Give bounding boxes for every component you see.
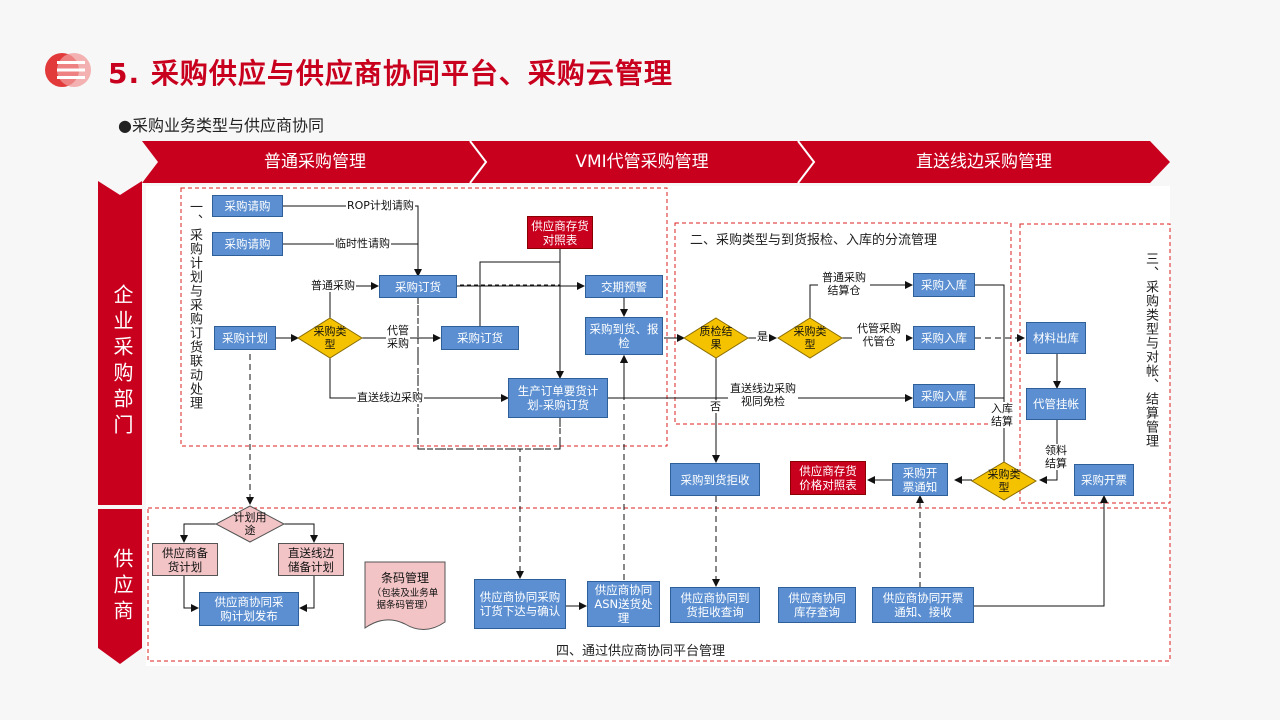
supplier-plan-publish-box: 供应商协同采购计划发布 <box>199 592 299 626</box>
label-vmi-store: 代管采购代管仓 <box>852 322 906 348</box>
supplier-asn-box: 供应商协同ASN送货处理 <box>587 581 660 627</box>
label-pick-settle: 领料结算 <box>1043 444 1069 470</box>
banner-chevron-2 <box>470 141 814 183</box>
supplier-reject-query-box: 供应商协同到货拒收查询 <box>670 587 760 623</box>
delivery-warning-box: 交期预警 <box>585 275 663 298</box>
banner-vmi: VMI代管采购管理 <box>575 152 709 172</box>
purchase-plan-box: 采购计划 <box>214 326 276 350</box>
label-temp: 临时性请购 <box>334 237 391 250</box>
banner-chevron-1 <box>142 141 486 183</box>
supplier-stock-plan-box: 供应商备货计划 <box>152 543 218 576</box>
lane-bar-supplier <box>98 509 142 664</box>
lane-enterprise: 企业采购部门 <box>110 284 134 440</box>
arrival-inspection-box: 采购到货、报检 <box>585 317 663 355</box>
page-title: 5. 采购供应与供应商协同平台、采购云管理 <box>108 57 673 90</box>
logo-icon <box>45 53 91 87</box>
material-out-box: 材料出库 <box>1026 322 1086 354</box>
label-normal: 普通采购 <box>310 279 356 292</box>
barcode-title: 条码管理 <box>380 571 429 585</box>
banner-normal: 普通采购管理 <box>264 152 366 172</box>
section-1-title: 一、采购计划与采购订货联动处理 <box>187 200 202 410</box>
label-direct: 直送线边采购 <box>356 391 424 404</box>
invoice-box: 采购开票 <box>1074 464 1134 496</box>
direct-stock-plan-box: 直送线边储备计划 <box>278 543 344 576</box>
supplier-invoice-box: 供应商协同开票通知、接收 <box>872 587 974 623</box>
barcode-note: （包装及业务单据条码管理） <box>371 588 439 611</box>
section-3-title: 三、采购类型与对帐、结算管理 <box>1143 252 1158 448</box>
label-direct-free: 直送线边采购视同免检 <box>728 382 798 408</box>
label-vmi: 代管采购 <box>386 324 410 350</box>
label-yes: 是 <box>756 330 769 343</box>
arrival-reject-box: 采购到货拒收 <box>670 463 760 496</box>
purchase-requisition-box-1: 采购请购 <box>212 195 283 217</box>
label-in-settle: 入库结算 <box>989 402 1015 428</box>
purchase-requisition-box-2: 采购请购 <box>212 232 283 256</box>
warehouse-in-box-1: 采购入库 <box>913 273 975 297</box>
purchase-order-box-1: 采购订货 <box>379 275 457 298</box>
label-rop: ROP计划请购 <box>346 199 415 212</box>
warehouse-in-box-2: 采购入库 <box>913 326 975 350</box>
label-normal-settle: 普通采购结算仓 <box>818 271 870 297</box>
page-subtitle: ●采购业务类型与供应商协同 <box>118 116 324 135</box>
label-no: 否 <box>709 400 722 413</box>
section-4-title: 四、通过供应商协同平台管理 <box>556 644 726 659</box>
production-order-box: 生产订单要货计划-采购订货 <box>508 378 608 418</box>
lane-supplier: 供应商 <box>110 548 134 626</box>
supplier-inventory-ref-box: 供应商存货对照表 <box>527 216 593 249</box>
lane-bar-enterprise <box>98 181 142 505</box>
vmi-hang-box: 代管挂帐 <box>1026 388 1086 420</box>
banner-direct: 直送线边采购管理 <box>916 152 1052 172</box>
warehouse-in-box-3: 采购入库 <box>913 384 975 408</box>
banner-chevron-3 <box>798 141 1170 183</box>
section-2-title: 二、采购类型与到货报检、入库的分流管理 <box>690 233 938 248</box>
invoice-notice-box: 采购开票通知 <box>892 463 948 496</box>
supplier-inventory-query-box: 供应商协同库存查询 <box>778 587 856 623</box>
supplier-price-ref-box: 供应商存货价格对照表 <box>790 461 866 495</box>
purchase-order-box-2: 采购订货 <box>441 326 519 350</box>
supplier-order-confirm-box: 供应商协同采购订货下达与确认 <box>474 579 566 629</box>
